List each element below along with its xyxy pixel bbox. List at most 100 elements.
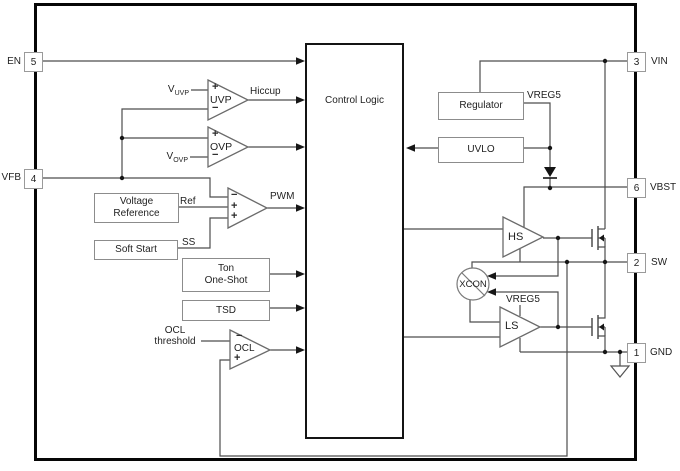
ton-label-line1: Ton (217, 263, 235, 274)
regulator-label: Regulator (459, 100, 503, 111)
arrow-ovp (296, 143, 305, 151)
hs-fet-source-stub (598, 246, 606, 262)
pin-label-en: EN (7, 56, 21, 67)
pin-label-gnd: GND (650, 347, 673, 358)
hs-fet-body-arrow (599, 234, 604, 242)
pwm-comparator-triangle (227, 186, 269, 230)
wire-sw-rail (471, 261, 627, 268)
pwm-plus-sign-a: + (231, 200, 238, 212)
pwm-minus-sign: − (231, 189, 238, 201)
voltage-reference-label-line1: Voltage (119, 196, 154, 207)
tsd-label: TSD (216, 304, 236, 316)
junction-dot (602, 259, 608, 265)
wire-feedback-up (121, 108, 208, 178)
uvp-comparator-triangle (207, 78, 250, 122)
arrow-xcon-lower (487, 288, 496, 296)
block-regulator: Regulator (438, 92, 524, 120)
pin-label-sw: SW (651, 257, 668, 268)
uvp-minus-sign: − (212, 102, 219, 114)
vreg5-label-ls: VREG5 (506, 294, 540, 305)
ocl-threshold-label: OCL threshold (148, 325, 202, 347)
arrow-tsd (296, 304, 305, 312)
block-ton-one-shot: Ton One-Shot (182, 258, 270, 292)
ground-symbol (609, 365, 631, 378)
ocl-plus-sign: + (234, 352, 241, 364)
uvp-plus-sign: + (212, 81, 219, 93)
ovp-plus-sign: + (212, 128, 219, 140)
ref-signal-label: Ref (180, 196, 196, 207)
pin-box-vin: 3 (627, 52, 646, 72)
ocl-threshold-line1: OCL (164, 325, 186, 336)
pin-number-gnd: 1 (633, 347, 640, 359)
junction-dot (617, 349, 623, 355)
ls-driver-label: LS (505, 320, 519, 332)
junction-dot (119, 135, 125, 141)
pin-number-vin: 3 (633, 56, 640, 68)
uvlo-label: UVLO (467, 144, 495, 155)
soft-start-label: Soft Start (115, 244, 157, 255)
arrow-uvlo (406, 144, 415, 152)
ls-fet-source-stub (598, 335, 606, 352)
junction-dot (555, 235, 561, 241)
hiccup-signal-label: Hiccup (250, 86, 281, 97)
pin-number-sw: 2 (633, 257, 640, 269)
vreg5-label-top: VREG5 (527, 90, 561, 101)
bootstrap-diode (544, 167, 556, 177)
wire-ocl-sense (219, 262, 568, 457)
vuvp-threshold-label: VUVP (155, 84, 189, 99)
wire-xcon-to-ls (469, 300, 500, 323)
block-voltage-reference: Voltage Reference (94, 193, 179, 223)
arrow-pwm (296, 204, 305, 212)
control-logic-label: Control Logic (325, 95, 384, 106)
wire-vfb (41, 177, 228, 198)
wire-vbst (523, 186, 627, 227)
ovp-label: OVP (210, 141, 233, 153)
ic-boundary (34, 3, 637, 461)
ls-fet-body-arrow (599, 323, 604, 331)
ocl-threshold-line2: threshold (154, 336, 196, 347)
pin-box-sw: 2 (627, 253, 646, 273)
ss-signal-label: SS (182, 237, 196, 248)
hs-driver-triangle (502, 215, 545, 259)
vuvp-base: V (167, 84, 175, 95)
block-control-logic: Control Logic (305, 43, 404, 439)
ls-fet-drain-stub (598, 262, 606, 319)
xcon-label: XCON (459, 279, 487, 290)
pin-box-vbst: 6 (627, 178, 646, 198)
wire-ls-to-xcon (496, 291, 559, 327)
wire-ss (176, 217, 228, 249)
pin-box-en: 5 (24, 52, 43, 72)
junction-dot (555, 324, 561, 330)
pin-label-vbst: VBST (650, 182, 677, 193)
pwm-signal-label: PWM (270, 191, 295, 202)
uvp-label: UVP (210, 94, 232, 106)
wire-vreg5 (522, 102, 551, 167)
hs-driver-label: HS (508, 231, 524, 243)
wire-hs-to-xcon (496, 238, 559, 277)
junction-dot (547, 145, 553, 151)
vuvp-sub: UVP (174, 90, 189, 97)
block-tsd: TSD (182, 300, 270, 321)
vovp-sub: OVP (173, 157, 188, 164)
pin-label-vin: VIN (651, 56, 668, 67)
ovp-minus-sign: − (212, 149, 219, 161)
junction-dot (119, 175, 125, 181)
ocl-label: OCL (234, 343, 255, 354)
block-soft-start: Soft Start (94, 240, 178, 260)
pin-label-vfb: VFB (1, 172, 21, 183)
pin-box-gnd: 1 (627, 343, 646, 363)
arrow-en (296, 57, 305, 65)
arrow-ton (296, 270, 305, 278)
pin-number-en: 5 (30, 56, 37, 68)
junction-dot (564, 259, 570, 265)
arrow-xcon-upper (487, 272, 496, 280)
ovp-comparator-triangle (207, 125, 250, 169)
ton-label-line2: One-Shot (204, 275, 248, 286)
vovp-threshold-label: VOVP (154, 151, 188, 166)
block-uvlo: UVLO (438, 137, 524, 163)
voltage-reference-label-line2: Reference (113, 208, 160, 219)
pin-number-vfb: 4 (30, 173, 37, 185)
xcon-slash (461, 272, 486, 297)
